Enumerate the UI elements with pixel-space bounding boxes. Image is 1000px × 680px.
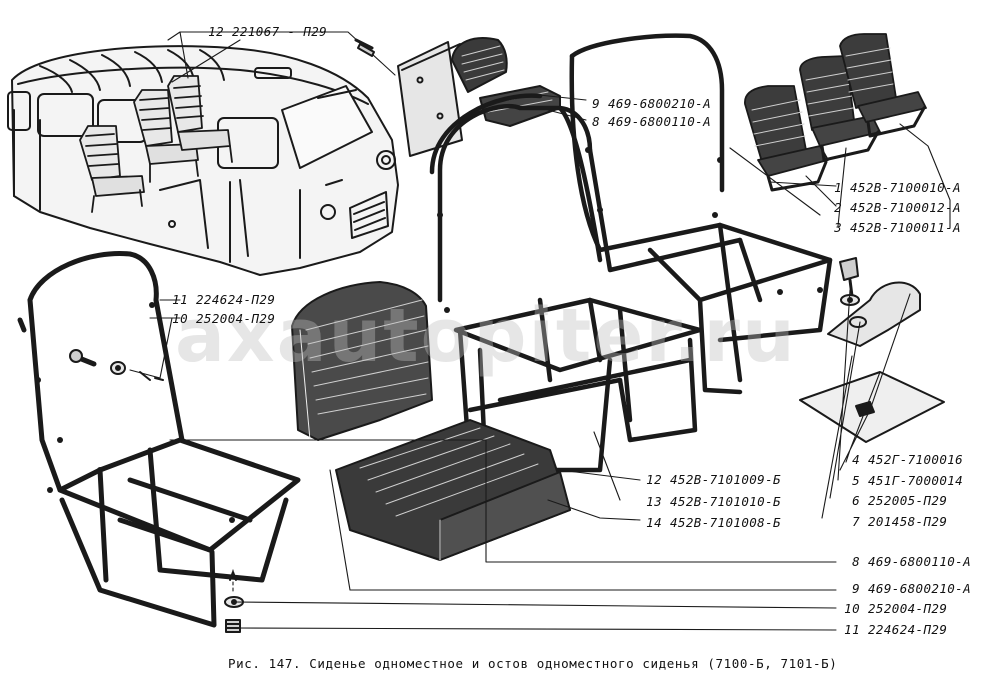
back-cushion-13 [291,281,433,441]
callout-code: 469-6800110-A [868,554,972,569]
callout-code: 224624-П29 [868,622,948,637]
callout-number: 8 [592,114,600,129]
callout-number: 14 [646,515,662,530]
callout-code: 221067 - П29 [232,24,328,39]
callout-code: 452B-7101008-Б [670,515,781,530]
callout-code: 252005-П29 [868,493,948,508]
callout-number: 7 [852,514,860,529]
callout-code: 452B-7101010-Б [670,494,781,509]
callout-number: 6 [852,493,860,508]
callout-code: 451Г-7000014 [868,473,964,488]
callout-number: 10 [844,601,860,616]
callout-3: 3 452B-7100011-A [820,220,961,235]
callout-number: 3 [834,220,842,235]
callout-number: 4 [852,452,860,467]
callout-number: 2 [834,200,842,215]
callout-10-bottom: 10 252004-П29 [838,601,947,616]
callout-number: 1 [834,180,842,195]
callout-9-bottom: 9 469-6800210-A [838,581,971,596]
callout-13: 13 452B-7101010-Б [640,494,781,509]
screw-12-illustration [354,38,375,57]
clamp-bracket-right [799,257,945,443]
callout-8-bottom: 8 469-6800110-A [838,554,971,569]
callout-11-bottom: 11 224624-П29 [838,622,947,637]
callout-4: 4 452Г-7100016 [838,452,963,467]
callout-8-top: 8 469-6800110-A [578,114,711,129]
bolt-washer-left [69,349,164,381]
callout-number: 11 [844,622,860,637]
leader-11-10-left [129,299,181,379]
callout-number: 8 [852,554,860,569]
callout-code: 452B-7101009-Б [670,472,781,487]
callout-number: 9 [592,96,600,111]
callout-number: 13 [646,494,662,509]
callout-1: 1 452B-7100010-A [820,180,961,195]
callout-12-top: 12 221067 - П29 [202,24,327,39]
callout-number: 11 [172,292,188,307]
callout-10-left: 10 252004-П29 [166,311,275,326]
callout-number: 12 [208,24,224,39]
callout-code: 469-6800210-A [608,96,712,111]
callout-9-top: 9 469-6800210-A [578,96,711,111]
callout-5: 5 451Г-7000014 [838,473,963,488]
callout-code: 252004-П29 [196,311,276,326]
callout-code: 452Г-7100016 [868,452,964,467]
plate-bracket-top [397,41,463,157]
leader-12-14 [547,431,641,521]
seat-cushion-14 [335,419,571,561]
callout-number: 5 [852,473,860,488]
callout-11-left: 11 224624-П29 [166,292,275,307]
leader-4-7 [821,289,911,519]
callout-code: 469-6800210-A [868,581,972,596]
callout-number: 12 [646,472,662,487]
callout-code: 469-6800110-A [608,114,712,129]
callout-7: 7 201458-П29 [838,514,947,529]
callout-code: 252004-П29 [868,601,948,616]
leader-bottom-8-11 [169,439,837,631]
van-body-illustration [7,45,399,276]
callout-14: 14 452B-7101008-Б [640,515,781,530]
callout-2: 2 452B-7100012-A [820,200,961,215]
callout-12-frame: 12 452B-7101009-Б [640,472,781,487]
callout-code: 224624-П29 [196,292,276,307]
callout-code: 452B-7100011-A [850,220,961,235]
callout-code: 452B-7100010-A [850,180,961,195]
callout-6: 6 252005-П29 [838,493,947,508]
seat-frame-left [17,250,301,628]
watermark: axautopiter.ru [175,293,797,379]
callout-number: 10 [172,311,188,326]
seat-frame-center [429,33,833,473]
leader-seats-1-3 [729,123,951,229]
callout-number: 9 [852,581,860,596]
figure-caption: Рис. 147. Сиденье одноместное и остов од… [228,656,838,671]
three-seats-illustration [744,33,927,192]
callout-code: 201458-П29 [868,514,948,529]
callout-code: 452B-7100012-A [850,200,961,215]
